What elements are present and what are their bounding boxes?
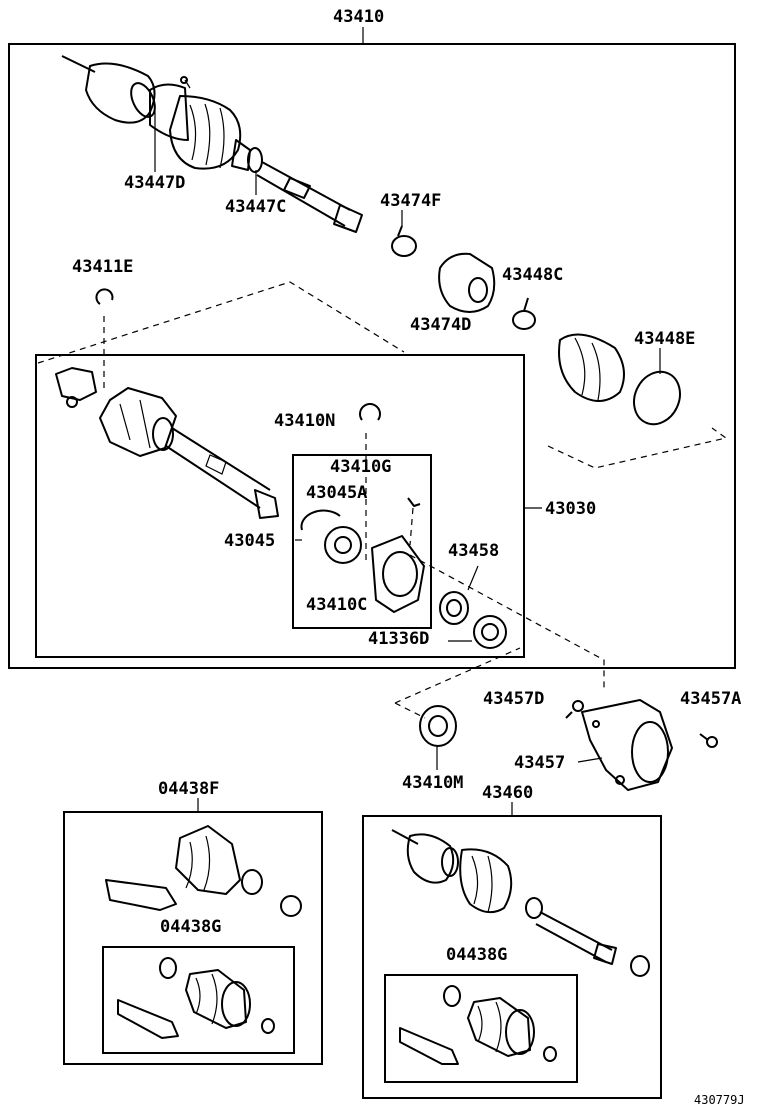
boot-kit-04438F [105, 825, 302, 917]
dashed-guide-upper [37, 281, 405, 364]
inner-joint-shaft-43030 [55, 367, 279, 519]
frame-04438G-left [102, 946, 295, 1054]
leader-43458 [467, 565, 479, 591]
figure-reference: 430779J [694, 1093, 745, 1107]
label-43457: 43457 [514, 753, 565, 773]
clamp-43474F [391, 225, 417, 257]
dashed-guide-pin [409, 507, 414, 546]
label-04438F: 04438F [158, 779, 219, 799]
bolt-43457A [699, 733, 718, 748]
clamp-43448C [512, 297, 536, 330]
seal-43410M [419, 705, 457, 747]
bolt-43457D [565, 700, 584, 719]
bracket-43457 [581, 699, 673, 791]
boot-set-04438G-right [399, 985, 557, 1065]
label-43457D: 43457D [483, 689, 544, 709]
label-43045: 43045 [224, 531, 275, 551]
label-43410C: 43410C [306, 595, 367, 615]
label-43458: 43458 [448, 541, 499, 561]
boot-43474D [438, 252, 496, 313]
boot-set-04438G-left [117, 957, 275, 1039]
tripod-set-43045 [300, 497, 425, 613]
frame-43045 [292, 454, 432, 629]
dashed-guide-seal [394, 647, 521, 704]
snap-ring-43411E [95, 288, 114, 305]
snap-ring-43410N [359, 403, 381, 421]
label-43045A: 43045A [306, 483, 367, 503]
seal-41336D [473, 615, 507, 649]
dashed-guide-boot [547, 427, 728, 469]
label-43411E: 43411E [72, 257, 133, 277]
dashed-guide-lower [409, 554, 605, 690]
frame-04438F [63, 811, 323, 1065]
label-43410G: 43410G [330, 457, 391, 477]
boot-43448E [558, 333, 681, 426]
label-43410N: 43410N [274, 411, 335, 431]
label-43030: 43030 [545, 499, 596, 519]
label-43448C: 43448C [502, 265, 563, 285]
label-43457A: 43457A [680, 689, 741, 709]
label-43447D: 43447D [124, 173, 185, 193]
bearing-43458 [439, 591, 469, 625]
label-04438G-right: 04438G [446, 945, 507, 965]
label-04438G-left: 04438G [160, 917, 221, 937]
label-43448E: 43448E [634, 329, 695, 349]
label-43474D: 43474D [410, 315, 471, 335]
label-43447C: 43447C [225, 197, 286, 217]
dashed-guide-seal-2 [394, 702, 426, 719]
label-43410M: 43410M [402, 773, 463, 793]
drive-shaft-assembly-top [61, 55, 363, 233]
drive-shaft-assembly-43460 [391, 829, 650, 977]
label-43410: 43410 [333, 7, 384, 27]
label-41336D: 41336D [368, 629, 429, 649]
frame-04438G-right [384, 974, 578, 1083]
label-43474F: 43474F [380, 191, 441, 211]
label-43460: 43460 [482, 783, 533, 803]
leader-43457 [577, 757, 603, 763]
frame-43030 [35, 354, 525, 658]
frame-43410 [8, 43, 736, 669]
